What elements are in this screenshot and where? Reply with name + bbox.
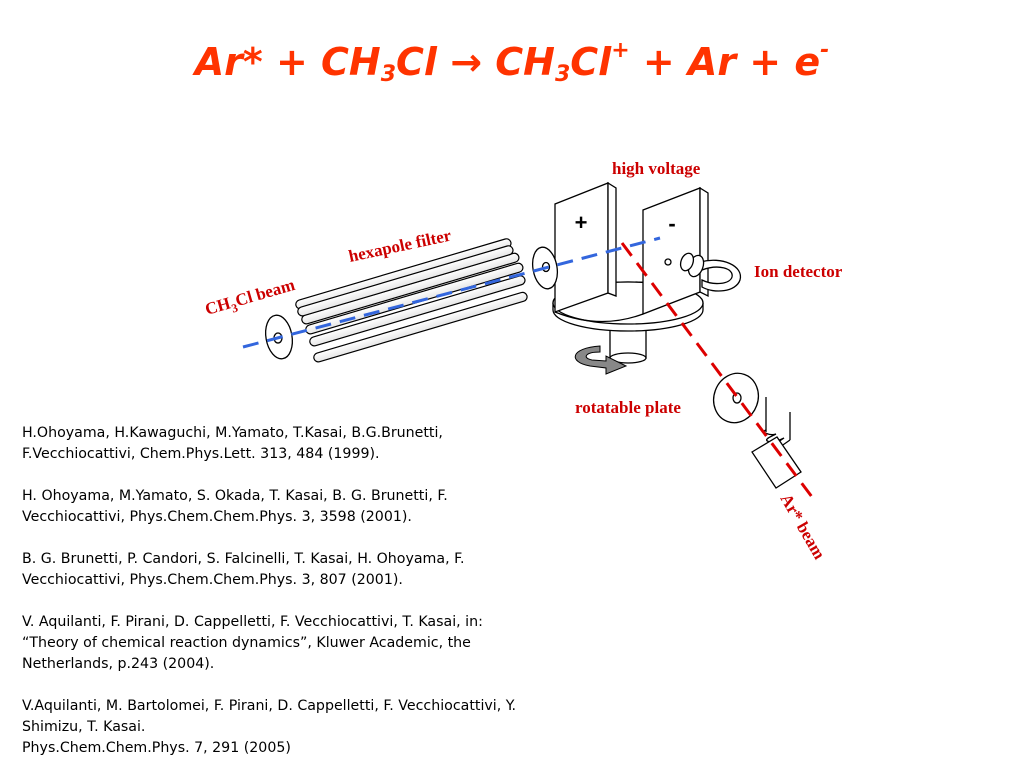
title-part: Ar* + CH — [194, 40, 381, 84]
ch3cl-beam-line — [242, 236, 661, 349]
reference-item: H.Ohoyama, H.Kawaguchi, M.Yamato, T.Kasa… — [22, 425, 443, 462]
ar-skimmer-disk — [712, 372, 760, 424]
title-subscript: 3 — [554, 62, 571, 87]
ch3cl-beam-label: CH3Cl beam — [203, 275, 298, 323]
title-part: Cl — [396, 40, 451, 84]
hexapole-rod — [313, 291, 528, 363]
rotation-arrow — [574, 345, 628, 375]
ch3cl-beam-label-prefix: CH — [203, 294, 233, 319]
ar-beam-label: Ar* beam — [777, 491, 830, 563]
title-superscript: + — [611, 38, 630, 63]
title-part: + Ar + e — [629, 40, 821, 84]
reference-item: V.Aquilanti, M. Bartolomei, F. Pirani, D… — [22, 698, 517, 756]
title-superscript: - — [820, 38, 830, 63]
ch3cl-beam-label-suffix: Cl beam — [233, 275, 297, 310]
reference-item: B. G. Brunetti, P. Candori, S. Falcinell… — [22, 551, 465, 588]
ch3cl-beam-label-sub: 3 — [230, 301, 240, 316]
references-list: H.Ohoyama, H.Kawaguchi, M.Yamato, T.Kasa… — [22, 423, 622, 759]
title-part: Cl — [570, 40, 612, 84]
high-voltage-label: high voltage — [612, 159, 701, 178]
rotatable-plate-label: rotatable plate — [575, 398, 681, 417]
negative-sign: - — [668, 211, 675, 236]
reference-item: V. Aquilanti, F. Pirani, D. Cappelletti,… — [22, 614, 483, 672]
title-subscript: 3 — [380, 62, 397, 87]
ar-source — [751, 397, 802, 489]
hexapole-rod — [309, 275, 526, 347]
title-part: CH — [482, 40, 555, 84]
ion-detector — [664, 252, 741, 292]
hexapole-rod — [297, 245, 514, 317]
negative-plate — [642, 186, 709, 315]
positive-plate — [554, 181, 617, 313]
reaction-arrow: → — [450, 40, 483, 84]
slide-title: Ar* + CH3Cl → CH3Cl+ + Ar + e- — [0, 38, 1024, 87]
positive-sign: + — [575, 210, 588, 235]
hexapole-rods — [295, 238, 528, 363]
plate-base-ring — [554, 311, 644, 323]
ion-detector-label: Ion detector — [754, 262, 843, 281]
ar-beam-line — [620, 242, 814, 498]
reference-item: H. Ohoyama, M.Yamato, S. Okada, T. Kasai… — [22, 488, 448, 525]
